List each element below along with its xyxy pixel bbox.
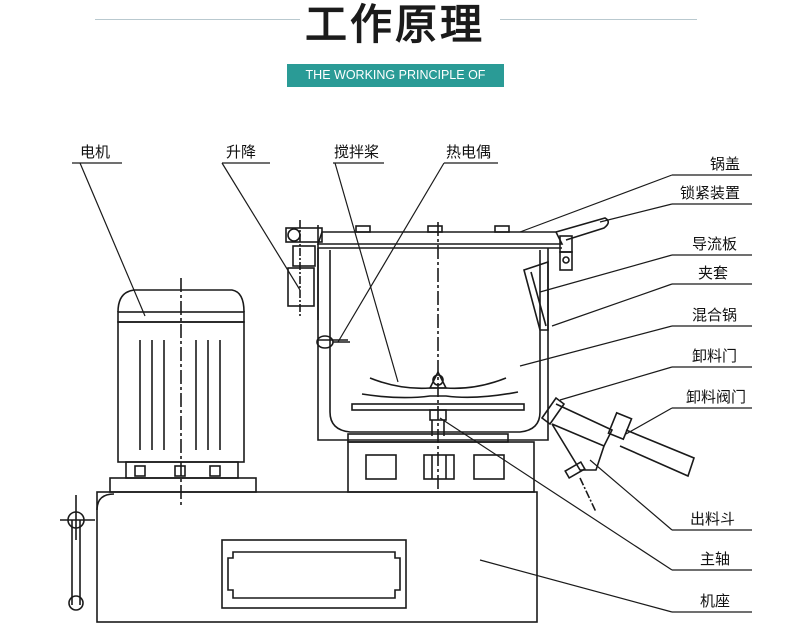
label-base: 机座 <box>700 592 731 610</box>
label-mixing-pot: 混合锅 <box>692 306 738 324</box>
stirring-paddle <box>351 222 525 492</box>
mixing-pot <box>317 248 549 443</box>
title-rule-left <box>95 19 300 20</box>
base-frame <box>96 491 538 623</box>
label-lift: 升降 <box>226 143 257 161</box>
leader-lines <box>72 162 752 613</box>
label-pot-lid: 锅盖 <box>710 155 741 173</box>
label-discharge-valve: 卸料阀门 <box>686 388 747 406</box>
bearing-housing <box>347 441 535 493</box>
label-discharge-door: 卸料门 <box>692 347 738 365</box>
title-rule-right <box>500 19 697 20</box>
locking-device <box>555 217 610 271</box>
discharge-assembly <box>540 396 695 513</box>
label-jacket: 夹套 <box>698 264 729 282</box>
lift-mechanism <box>285 220 323 320</box>
page-subtitle-badge: THE WORKING PRINCIPLE OF <box>287 64 504 87</box>
label-deflector: 导流板 <box>692 235 738 253</box>
label-locking-device: 锁紧装置 <box>680 184 741 202</box>
page-title: 工作原理 <box>304 0 485 49</box>
label-thermocouple: 热电偶 <box>446 143 492 161</box>
label-motor: 电机 <box>80 143 111 161</box>
handwheel <box>60 495 95 611</box>
label-stirring-paddle: 搅拌桨 <box>334 143 380 161</box>
motor <box>109 278 257 505</box>
label-discharge-hopper: 出料斗 <box>690 510 736 528</box>
thermocouple <box>316 335 350 349</box>
label-main-shaft: 主轴 <box>700 550 731 568</box>
